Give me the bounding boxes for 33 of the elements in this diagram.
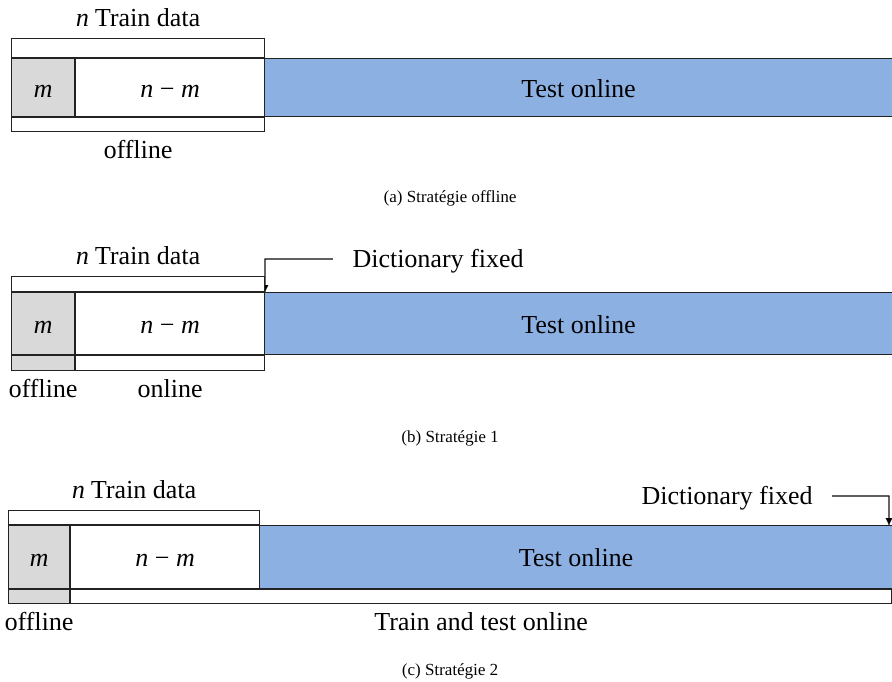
data-cell — [75, 58, 265, 117]
annotation-label: Dictionary fixed — [641, 481, 813, 511]
section-label: offline — [4, 607, 74, 637]
cell-label: n − m — [140, 74, 200, 104]
cell-label: m — [34, 310, 52, 340]
test-bar — [260, 525, 892, 589]
data-cell — [75, 292, 265, 355]
section-label: n Train data — [76, 241, 200, 271]
cell-label: m — [34, 74, 52, 104]
section-label: offline — [104, 135, 172, 165]
cell-label: Test online — [521, 310, 636, 340]
section-label: offline — [8, 374, 78, 404]
cell-label: m — [30, 543, 48, 573]
section-label: n Train data — [72, 475, 196, 505]
annotation-label: Dictionary fixed — [352, 244, 524, 274]
test-bar — [265, 58, 892, 117]
data-cell — [8, 525, 70, 589]
cell-label: n − m — [140, 310, 200, 340]
figure-caption: (a) Stratégie offline — [384, 187, 516, 207]
section-label: n Train data — [76, 3, 200, 33]
figure-caption: (c) Stratégie 2 — [402, 660, 498, 680]
test-bar — [265, 292, 892, 355]
data-cell — [11, 292, 75, 355]
data-cell — [70, 525, 260, 589]
data-cell — [11, 58, 75, 117]
figure-caption: (b) Stratégie 1 — [401, 427, 499, 447]
section-label: online — [138, 374, 202, 404]
cell-label: Test online — [521, 74, 636, 104]
cell-label: Test online — [518, 543, 634, 573]
leader-arrow — [832, 495, 892, 525]
section-label: Train and test online — [374, 607, 588, 637]
cell-label: n − m — [135, 543, 195, 573]
leader-arrow — [262, 258, 333, 292]
